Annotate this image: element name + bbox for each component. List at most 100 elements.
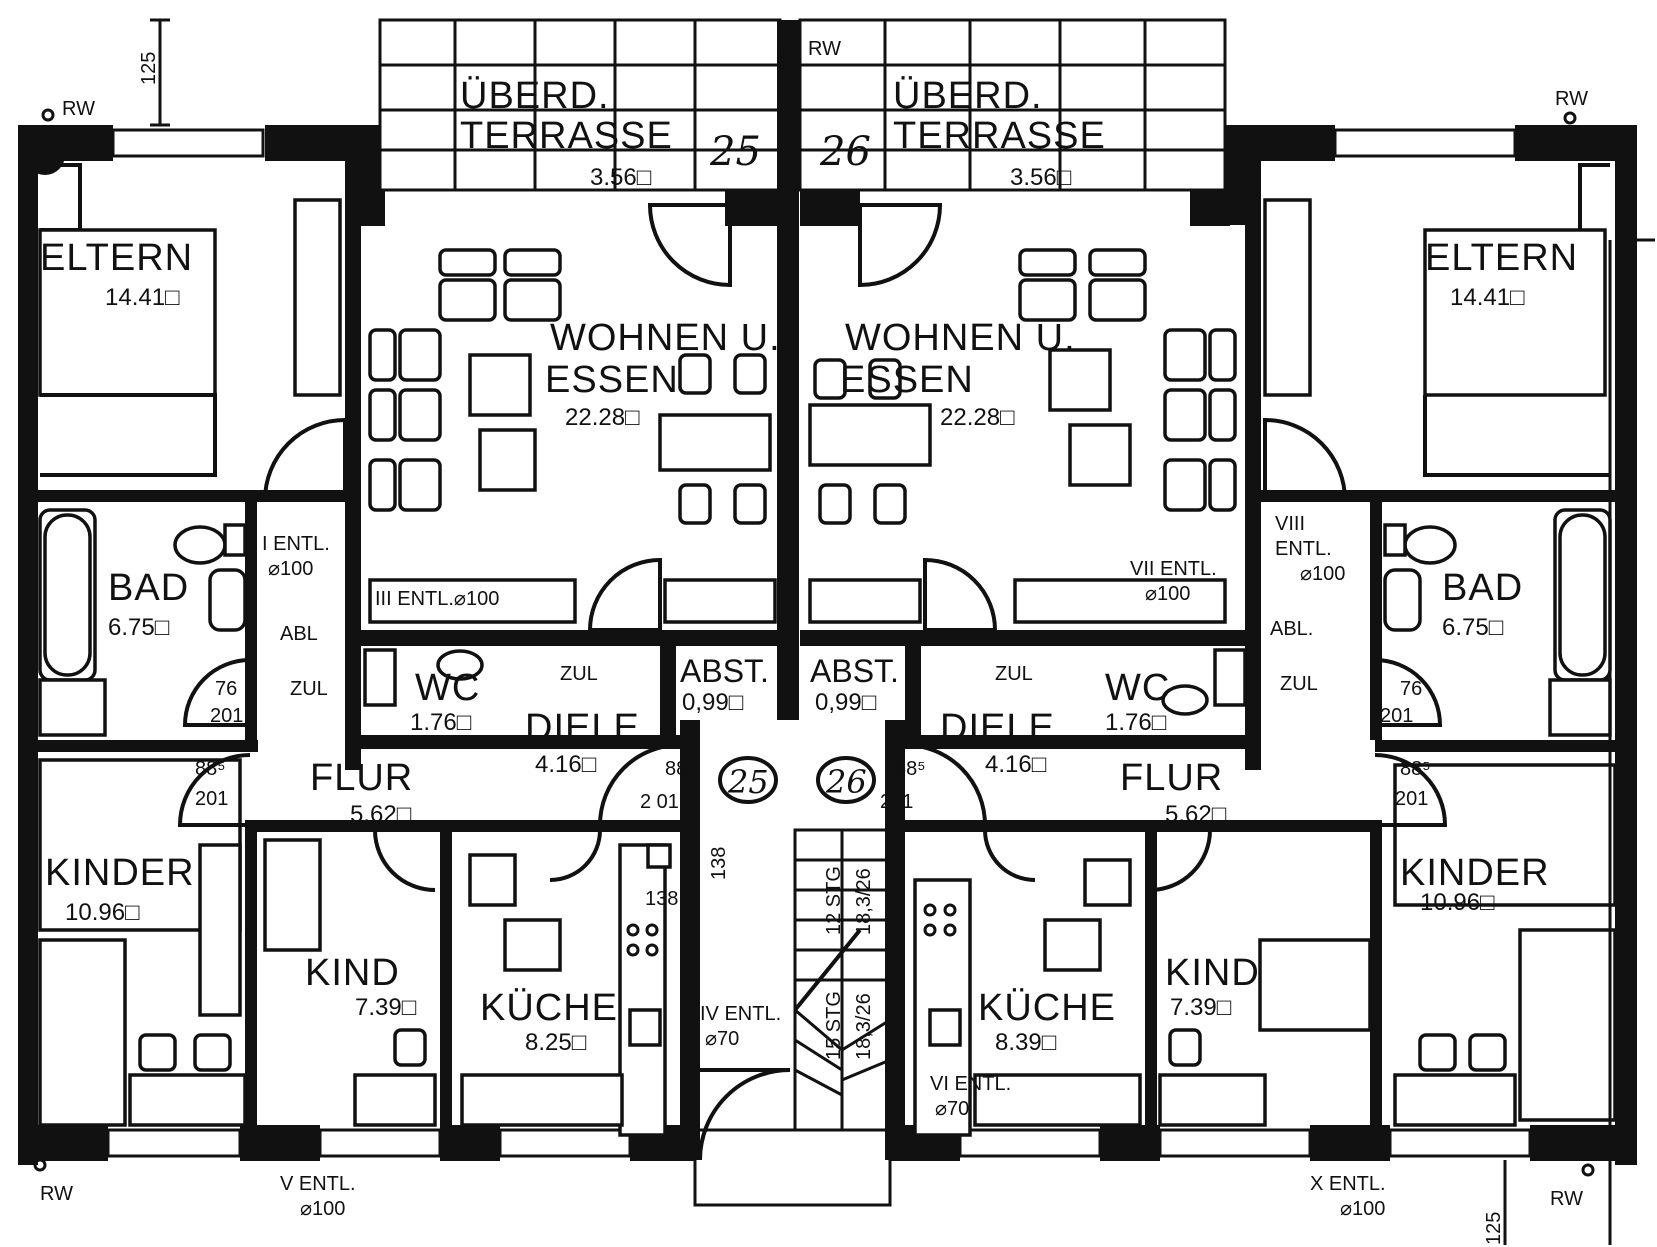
room-eltern-right: ELTERN — [1425, 237, 1578, 279]
door-dim-201-c: 201 — [195, 788, 228, 810]
door-dim-201-e: 2 01 — [640, 791, 679, 813]
room-kinder-left: KINDER — [45, 852, 195, 894]
room-abst-left: ABST. — [680, 653, 769, 689]
door-swings — [177, 417, 1448, 892]
door-dim-201-right: 201 — [1380, 705, 1413, 727]
door-dim-885-b: 88⁵ — [1400, 758, 1431, 780]
room-flur-left: FLUR — [310, 757, 413, 799]
unit-number-right: 26 — [819, 129, 871, 175]
entl-i: I ENTL. — [262, 533, 330, 555]
stairs-down-dim: 18,3/26 — [853, 993, 875, 1060]
door-dim-138: 138 — [708, 847, 730, 880]
room-kinder-right-area: 10.96□ — [1420, 889, 1495, 916]
rw-top-left: RW — [62, 98, 95, 120]
room-wohnen-left-1: WOHNEN U. — [550, 317, 781, 359]
terrace-grid-left — [378, 18, 782, 192]
room-diele-right-area: 4.16□ — [985, 751, 1047, 778]
terrace-grid-right — [798, 18, 1227, 192]
door-dim-885-d: 88⁵ — [895, 758, 926, 780]
room-eltern-left-area: 14.41□ — [105, 284, 180, 311]
terrace-right-sub: TERRASSE — [893, 115, 1106, 157]
entl-viii-b: ENTL. — [1275, 538, 1332, 560]
door-dim-76-right: 76 — [1400, 678, 1422, 700]
entl-vii: VII ENTL. — [1130, 558, 1217, 580]
door-dim-201-f: 201 — [880, 791, 913, 813]
sofa-wohnen-left — [368, 248, 777, 624]
room-bad-right: BAD — [1442, 567, 1523, 609]
room-flur-left-area: 5.62□ — [350, 801, 412, 828]
rw-top-right: RW — [1555, 88, 1588, 110]
room-eltern-left: ELTERN — [40, 237, 193, 279]
room-kind-right-area: 7.39□ — [1170, 994, 1232, 1021]
room-wohnen-right-2: ESSEN — [840, 359, 974, 401]
kueche-furniture-left — [460, 843, 672, 1137]
unit-circles — [718, 756, 876, 804]
door-dim-76-left: 76 — [215, 678, 237, 700]
room-wc-left-area: 1.76□ — [410, 709, 472, 736]
bed-eltern-right — [1263, 163, 1610, 477]
dimension-lines — [25, 18, 1655, 1245]
zul-4: ZUL — [1280, 673, 1318, 695]
dim-125-bottom: 125 — [1483, 1212, 1505, 1245]
room-kueche-left-area: 8.25□ — [525, 1029, 587, 1056]
room-kueche-left: KÜCHE — [480, 987, 618, 1029]
terrace-left-sub: TERRASSE — [460, 115, 673, 157]
abl-right: ABL. — [1270, 618, 1313, 640]
kind-furniture-right — [1158, 938, 1372, 1127]
room-wc-right-area: 1.76□ — [1105, 709, 1167, 736]
room-kueche-right: KÜCHE — [978, 987, 1116, 1029]
rw-bottom-left: RW — [40, 1183, 73, 1205]
stairs-down-label: 15 STG — [823, 991, 845, 1060]
room-kueche-right-area: 8.39□ — [995, 1029, 1057, 1056]
room-wohnen-left-area: 22.28□ — [565, 404, 640, 431]
room-wc-right: WC — [1105, 667, 1170, 709]
entl-vii-d: ⌀100 — [1145, 583, 1190, 605]
unit-circle-right: 26 — [825, 763, 867, 801]
room-wohnen-right-1: WOHNEN U. — [845, 317, 1076, 359]
door-dim-201-left: 201 — [210, 705, 243, 727]
wc-fixtures — [363, 648, 1247, 716]
room-wohnen-right-area: 22.28□ — [940, 404, 1015, 431]
room-flur-right: FLUR — [1120, 757, 1223, 799]
zul-2: ZUL — [560, 663, 598, 685]
terrace-right-title: ÜBERD. — [893, 75, 1043, 117]
terrace-right-area: 3.56□ — [1010, 164, 1072, 191]
entl-i-d: ⌀100 — [268, 558, 313, 580]
room-kind-left: KIND — [305, 952, 400, 994]
entry-door — [698, 1068, 791, 1161]
room-diele-right: DIELE — [940, 707, 1055, 749]
stairs-up-dim: 18,3/26 — [853, 868, 875, 935]
unit-number-left: 25 — [709, 129, 761, 175]
exterior-walls — [18, 20, 1637, 1165]
entl-x: X ENTL. — [1310, 1173, 1386, 1195]
rw-bottom-right: RW — [1550, 1188, 1583, 1210]
entl-vi: VI ENTL. — [930, 1073, 1011, 1095]
entl-v-d: ⌀100 — [300, 1198, 345, 1220]
room-kind-right: KIND — [1165, 952, 1260, 994]
room-kinder-left-area: 10.96□ — [65, 899, 140, 926]
room-diele-left: DIELE — [525, 707, 640, 749]
unit-circle-left: 25 — [727, 763, 769, 801]
door-dim-201-d: 201 — [1395, 788, 1428, 810]
room-kinder-right: KINDER — [1400, 852, 1550, 894]
entl-iii: III ENTL.⌀100 — [375, 588, 499, 610]
door-dim-138-b: 138 — [645, 888, 678, 910]
bed-eltern-left — [38, 163, 342, 477]
zul-1: ZUL — [290, 678, 328, 700]
door-dim-885-a: 88⁵ — [195, 758, 226, 780]
staircase — [793, 828, 892, 1132]
entl-vi-d: ⌀70 — [935, 1098, 969, 1120]
room-bad-right-area: 6.75□ — [1442, 614, 1504, 641]
sofa-wohnen-right — [808, 248, 1237, 624]
entl-x-d: ⌀100 — [1340, 1198, 1385, 1220]
zul-3: ZUL — [995, 663, 1033, 685]
room-abst-right: ABST. — [810, 653, 899, 689]
rw-top-center: RW — [808, 38, 841, 60]
windows — [106, 128, 1532, 1207]
entl-iv: IV ENTL. — [700, 1003, 781, 1025]
door-dim-885-c: 88⁵ — [665, 758, 696, 780]
dim-125-top: 125 — [138, 52, 160, 85]
room-abst-right-area: 0,99□ — [815, 689, 877, 716]
room-kind-left-area: 7.39□ — [355, 994, 417, 1021]
room-abst-left-area: 0,99□ — [682, 689, 744, 716]
